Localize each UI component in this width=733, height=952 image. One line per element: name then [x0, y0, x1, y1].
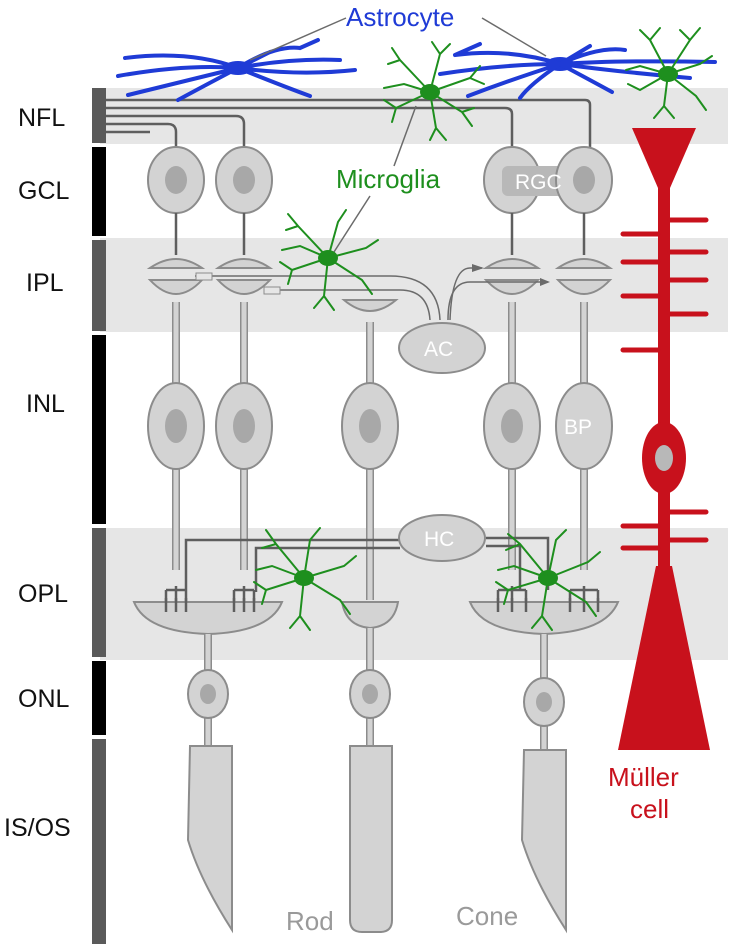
band-ipl [100, 238, 728, 332]
scale-segment-gcl [92, 147, 106, 236]
layer-label-nfl: NFL [18, 104, 65, 132]
layer-label-inl: INL [26, 390, 65, 418]
cone-outer-segment [520, 749, 567, 934]
bipolar-cell-body [555, 382, 613, 470]
microglia-cell [625, 27, 713, 119]
scale-segment-isos [92, 739, 106, 944]
cone-outer-segment [186, 745, 233, 934]
scale-segment-inl [92, 335, 106, 524]
scale-segment-nfl [92, 88, 106, 143]
layer-label-opl: OPL [18, 580, 68, 608]
astrocyte-label: Astrocyte [346, 2, 454, 32]
ac-label: AC [424, 338, 453, 361]
layer-scale-bar [92, 88, 106, 944]
muller-cell: Müller cell [608, 128, 710, 824]
muller-label-line2: cell [630, 794, 669, 824]
rod-terminal [340, 601, 400, 630]
astrocytes: Astrocyte [116, 2, 717, 102]
photoreceptors: Rod Cone [186, 628, 567, 936]
layer-label-gcl: GCL [18, 177, 70, 205]
cone-label: Cone [456, 901, 518, 931]
scale-segment-onl [92, 661, 106, 735]
layer-label-isos: IS/OS [4, 814, 71, 842]
rod-outer-segment [349, 745, 393, 933]
astrocyte-cell [116, 38, 357, 102]
rod-label: Rod [286, 906, 334, 936]
layer-label-onl: ONL [18, 685, 70, 713]
horizontal-cell-body [398, 514, 486, 562]
bp-label: BP [564, 416, 592, 439]
microglia-cell [253, 527, 357, 631]
hc-label: HC [424, 528, 454, 551]
microglia-cell [279, 209, 379, 311]
microglia-cell [383, 41, 485, 141]
microglia-label: Microglia [336, 164, 441, 194]
microglia: Microglia [253, 27, 713, 631]
layer-labels: NFL GCL IPL INL OPL ONL IS/OS [4, 104, 71, 842]
amacrine-cell: AC [398, 322, 486, 374]
nerve-fibers [106, 98, 592, 150]
layer-label-ipl: IPL [26, 269, 64, 297]
muller-label-line1: Müller [608, 762, 679, 792]
ganglion-cells: RGC [147, 146, 613, 255]
bipolar-cells: BP [147, 302, 613, 612]
horizontal-cell: HC [184, 514, 550, 592]
scale-segment-ipl [92, 240, 106, 331]
scale-segment-opl [92, 528, 106, 657]
amacrine-cell-body [398, 322, 486, 374]
astrocyte-cell [438, 42, 717, 100]
rgc-label: RGC [515, 171, 562, 194]
layer-bands [100, 88, 728, 660]
microglia-cell [495, 529, 601, 631]
ipl-synapses [146, 258, 614, 321]
